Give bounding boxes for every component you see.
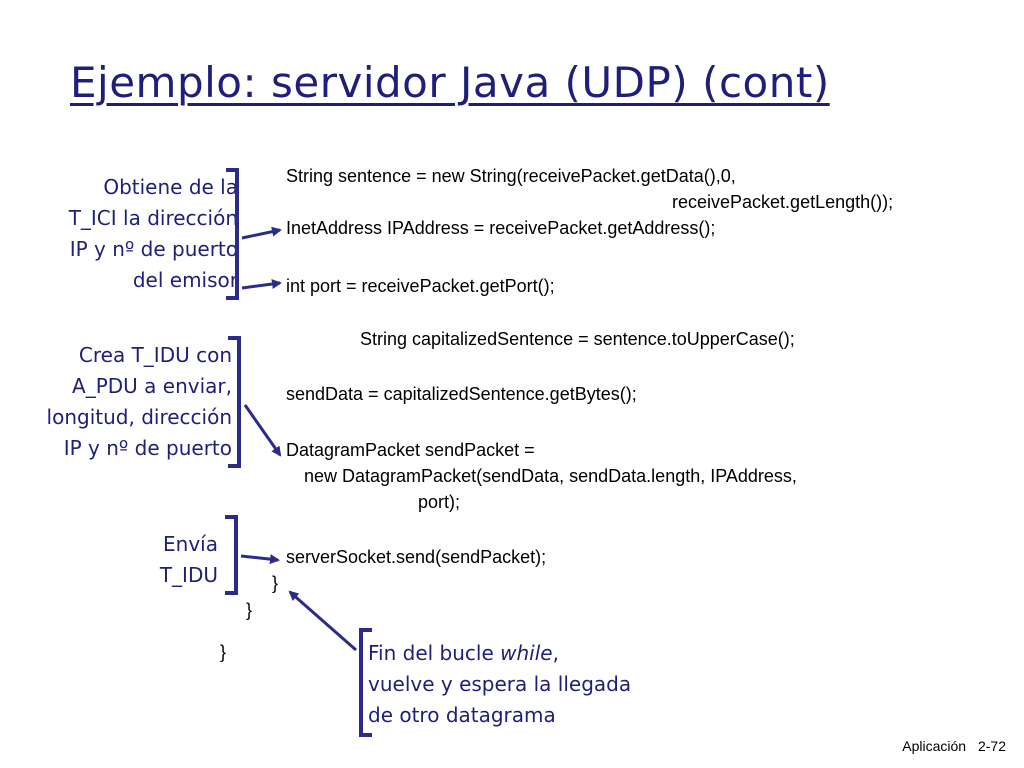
closing-brace-1: } (272, 573, 279, 593)
note-envia-tidu: Envía T_IDU (160, 529, 218, 591)
note-fin-line: de otro datagrama (368, 703, 556, 727)
note-crea-line: longitud, dirección (46, 405, 232, 429)
arrow-envia (240, 554, 280, 565)
slide-footer: Aplicación 2-72 (902, 738, 1006, 754)
slide-title: Ejemplo: servidor Java (UDP) (cont) (70, 58, 830, 107)
note-fin-line: , (552, 641, 559, 665)
note-crea-line: IP y nº de puerto (63, 436, 232, 460)
closing-brace-2: } (246, 600, 253, 620)
note-obtiene-line: Obtiene de la (103, 175, 238, 199)
note-fin-line: vuelve y espera la llegada (368, 672, 632, 696)
footer-label: Aplicación (902, 738, 967, 754)
code-line-6: sendData = capitalizedSentence.getBytes(… (286, 384, 637, 404)
code-line-3: InetAddress IPAddress = receivePacket.ge… (286, 218, 716, 238)
note-obtiene-line: del emisor (132, 268, 238, 292)
note-fin-bucle: Fin del bucle while, vuelve y espera la … (368, 638, 631, 731)
code-line-9: port); (418, 492, 461, 512)
note-obtiene-line: T_ICI la dirección (68, 206, 238, 230)
code-line-2: receivePacket.getLength()); (672, 192, 894, 212)
bracket-envia (225, 515, 238, 595)
code-line-5: String capitalizedSentence = sentence.to… (360, 329, 795, 349)
code-line-7: DatagramPacket sendPacket = (286, 440, 535, 460)
note-crea-line: A_PDU a enviar, (72, 374, 232, 398)
code-line-4: int port = receivePacket.getPort(); (286, 276, 555, 296)
arrow-obtiene-1 (241, 226, 282, 240)
note-obtiene-emisor: Obtiene de la T_ICI la dirección IP y nº… (69, 172, 238, 296)
arrow-crea (243, 404, 282, 457)
closing-brace-3: } (220, 642, 227, 662)
code-line-8: new DatagramPacket(sendData, sendData.le… (304, 466, 797, 486)
arrow-obtiene-2 (241, 279, 282, 290)
note-envia-line: T_IDU (159, 563, 218, 587)
bracket-crea (228, 336, 241, 468)
footer-page-number: 2-72 (977, 738, 1006, 754)
bracket-fin (359, 628, 372, 737)
note-envia-line: Envía (163, 532, 218, 556)
note-fin-keyword: while (500, 641, 553, 665)
note-obtiene-line: IP y nº de puerto (69, 237, 238, 261)
note-crea-tidu: Crea T_IDU con A_PDU a enviar, longitud,… (47, 340, 232, 464)
bracket-obtiene (226, 168, 239, 300)
arrow-fin (288, 590, 357, 652)
code-line-1: String sentence = new String(receivePack… (286, 166, 736, 186)
note-crea-line: Crea T_IDU con (78, 343, 232, 367)
note-fin-line: Fin del bucle (368, 641, 501, 665)
code-line-10: serverSocket.send(sendPacket); (286, 547, 547, 567)
